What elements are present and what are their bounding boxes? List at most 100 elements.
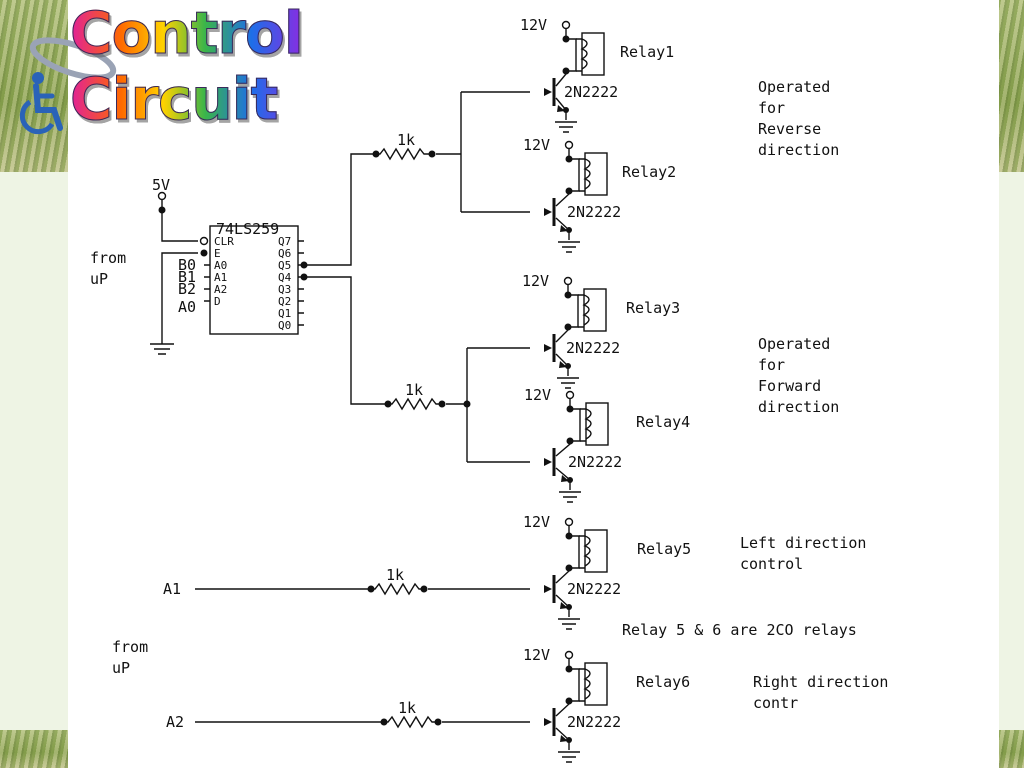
ic-pin-q3: Q3 bbox=[278, 283, 291, 296]
ic-pin-q0: Q0 bbox=[278, 319, 291, 332]
relay-junction-top bbox=[562, 35, 570, 43]
relay-junction-bottom bbox=[565, 187, 573, 195]
note-left-line2: control bbox=[740, 555, 803, 573]
input-a1-label: A1 bbox=[163, 580, 181, 598]
relay-junction-top bbox=[565, 665, 573, 673]
transistor-label-3: 2N2222 bbox=[566, 339, 620, 357]
ic-pin-a1: A1 bbox=[214, 271, 227, 284]
supply-12v-label: 12V bbox=[523, 646, 550, 664]
ic-pin-d: D bbox=[214, 295, 221, 308]
background-grass-right bbox=[998, 0, 1024, 172]
ic-pin-q6: Q6 bbox=[278, 247, 291, 260]
ground-icon bbox=[558, 618, 580, 630]
emitter-arrow-icon bbox=[557, 105, 565, 112]
relay-coil bbox=[580, 38, 588, 70]
relay-coil-box bbox=[585, 402, 609, 446]
note-forward-line2: for bbox=[758, 356, 785, 374]
transistor-label-4: 2N2222 bbox=[568, 453, 622, 471]
from-up-top-line2: uP bbox=[90, 270, 108, 288]
relay-label-1: Relay1 bbox=[620, 43, 674, 61]
relay-coil bbox=[583, 535, 591, 567]
base-arrow-icon bbox=[544, 718, 552, 726]
ground-icon bbox=[558, 241, 580, 253]
base-arrow-icon bbox=[544, 585, 552, 593]
relay-junction-bottom bbox=[565, 564, 573, 572]
supply-12v-terminal bbox=[564, 650, 574, 660]
supply-12v-label: 12V bbox=[522, 272, 549, 290]
resistor-4 bbox=[380, 715, 440, 729]
note-reverse-line3: Reverse bbox=[758, 120, 821, 138]
relay-coil bbox=[583, 158, 591, 190]
relay-label-5: Relay5 bbox=[637, 540, 691, 558]
ic-pin-a0: A0 bbox=[214, 259, 227, 272]
ic-pin-q1: Q1 bbox=[278, 307, 291, 320]
ic-pin-a2: A2 bbox=[214, 283, 227, 296]
emitter-arrow-icon bbox=[560, 735, 568, 742]
supply-12v-terminal bbox=[564, 140, 574, 150]
resistor-3-label: 1k bbox=[386, 566, 404, 584]
relay-junction-bottom bbox=[566, 437, 574, 445]
relay-coil-box bbox=[581, 32, 605, 76]
from-up-bottom-line2: uP bbox=[112, 659, 130, 677]
relay-stage-6: 12V Relay6 2N2222 bbox=[523, 646, 690, 763]
resistor-3 bbox=[367, 582, 427, 596]
note-right-line1: Right direction bbox=[753, 673, 888, 691]
ic-pin-clr: CLR bbox=[214, 235, 234, 248]
note-forward-line4: direction bbox=[758, 398, 839, 416]
ic-pin-q2: Q2 bbox=[278, 295, 291, 308]
resistor-2-label: 1k bbox=[405, 381, 423, 399]
background-grass-bottom-left bbox=[0, 730, 70, 768]
slide-title: Control Circuit bbox=[70, 0, 305, 133]
relay-junction-bottom bbox=[562, 67, 570, 75]
relay-label-4: Relay4 bbox=[636, 413, 690, 431]
base-arrow-icon bbox=[544, 208, 552, 216]
swoosh-decoration bbox=[29, 37, 117, 81]
emitter-arrow-icon bbox=[561, 475, 569, 482]
relay-coil-box bbox=[584, 152, 608, 196]
input-label-b1: B1 bbox=[178, 268, 196, 286]
note-reverse-line1: Operated bbox=[758, 78, 830, 96]
relay-label-2: Relay2 bbox=[622, 163, 676, 181]
ground-icon bbox=[555, 121, 577, 133]
ic-name-label: 74LS259 bbox=[216, 220, 279, 238]
input-label-a0: A0 bbox=[178, 298, 196, 316]
ic-pin-q4: Q4 bbox=[278, 271, 292, 284]
relay-junction-bottom bbox=[564, 323, 572, 331]
note-reverse-line4: direction bbox=[758, 141, 839, 159]
ic-74ls259-body bbox=[209, 225, 299, 335]
ground-icon bbox=[558, 751, 580, 763]
relay-junction-top bbox=[565, 155, 573, 163]
input-a2-label: A2 bbox=[166, 713, 184, 731]
wheelchair-icon bbox=[19, 72, 63, 135]
background-grass-bottom-right bbox=[998, 730, 1024, 768]
resistors bbox=[367, 147, 444, 729]
supply-5v-label: 5V bbox=[152, 176, 170, 194]
base-arrow-icon bbox=[544, 458, 552, 466]
ground-icon bbox=[557, 377, 579, 389]
from-up-bottom-line1: from bbox=[112, 638, 148, 656]
note-forward-line1: Operated bbox=[758, 335, 830, 353]
relay-junction-top bbox=[564, 291, 572, 299]
emitter-arrow-icon bbox=[560, 602, 568, 609]
supply-12v-label: 12V bbox=[524, 386, 551, 404]
open-terminals bbox=[157, 191, 209, 246]
relay-label-6: Relay6 bbox=[636, 673, 690, 691]
note-reverse-line2: for bbox=[758, 99, 785, 117]
supply-12v-terminal bbox=[561, 20, 571, 30]
wires bbox=[150, 91, 530, 723]
resistor-1-label: 1k bbox=[397, 131, 415, 149]
note-forward-line3: Forward bbox=[758, 377, 821, 395]
ic-pin-e: E bbox=[214, 247, 221, 260]
transistor-label-6: 2N2222 bbox=[567, 713, 621, 731]
transistor-label-5: 2N2222 bbox=[567, 580, 621, 598]
emitter-arrow-icon bbox=[559, 361, 567, 368]
relay-coil bbox=[584, 408, 592, 440]
relay-coil-box bbox=[583, 288, 607, 332]
supply-12v-terminal bbox=[564, 517, 574, 527]
relay-junction-bottom bbox=[565, 697, 573, 705]
supply-12v-label: 12V bbox=[523, 513, 550, 531]
base-arrow-icon bbox=[544, 88, 552, 96]
